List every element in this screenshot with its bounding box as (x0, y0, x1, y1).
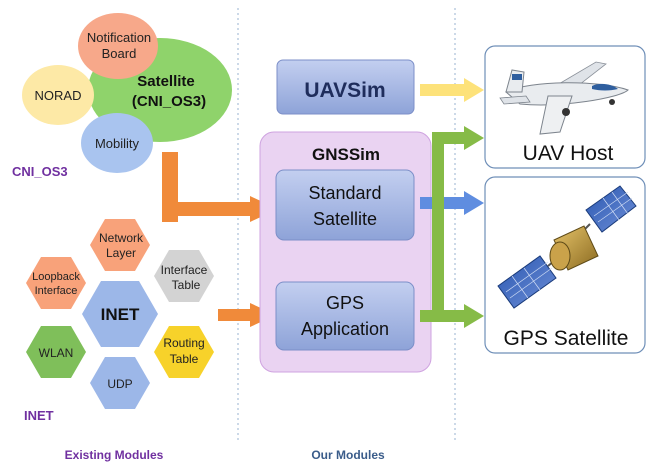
gnssim-label: GNSSim (312, 145, 380, 164)
inet-group-label: INET (24, 408, 54, 423)
inet-center-hex (82, 281, 158, 347)
loopback-label-1: Loopback (32, 271, 80, 283)
notification-label-2: Board (102, 46, 137, 61)
green-fork-arrow (420, 126, 484, 328)
norad-label: NORAD (35, 88, 82, 103)
our-modules-label: Our Modules (311, 448, 385, 462)
mobility-ellipse (81, 113, 153, 173)
gps-application-module (275, 281, 415, 351)
wlan-hex (26, 326, 86, 378)
routing-label-1: Routing (163, 336, 204, 350)
uavsim-module (276, 59, 415, 115)
orange-t-arrow (162, 152, 278, 222)
interface-label-1: Interface (161, 263, 208, 277)
inet-center-label: INET (101, 305, 140, 324)
interface-table-hex (154, 250, 214, 302)
uavsim-label: UAVSim (304, 79, 385, 102)
standard-label-2: Satellite (313, 209, 377, 229)
norad-ellipse (22, 65, 94, 125)
yellow-arrow (420, 78, 484, 102)
satellite-icon (497, 185, 637, 309)
satellite-sublabel: (CNI_OS3) (132, 93, 206, 110)
network-layer-hex (90, 219, 150, 271)
cni-os3-cluster: Satellite (CNI_OS3) Notification Board N… (12, 13, 232, 179)
network-label-2: Layer (106, 246, 136, 260)
routing-table-hex (154, 326, 214, 378)
aircraft-icon (499, 61, 629, 135)
mobility-label: Mobility (95, 136, 140, 151)
udp-hex (90, 357, 150, 409)
routing-label-2: Table (170, 352, 199, 366)
existing-modules-label: Existing Modules (65, 448, 164, 462)
gps-label-1: GPS (326, 293, 364, 313)
wlan-label: WLAN (39, 346, 74, 360)
gps-label-2: Application (301, 319, 389, 339)
udp-label: UDP (107, 377, 132, 391)
satellite-label: Satellite (137, 73, 195, 90)
notification-label-1: Notification (87, 30, 151, 45)
standard-label-1: Standard (308, 183, 381, 203)
interface-label-2: Table (172, 278, 201, 292)
loopback-label-2: Interface (35, 285, 78, 297)
inet-cluster: INET Network Layer Interface Table Routi… (24, 219, 214, 423)
standard-satellite-module (275, 169, 415, 241)
loopback-interface-hex (26, 257, 86, 309)
notification-board-ellipse (78, 13, 158, 79)
gps-satellite-label: GPS Satellite (504, 327, 629, 350)
cni-os3-group-label: CNI_OS3 (12, 164, 68, 179)
uav-host-label: UAV Host (523, 142, 614, 165)
network-label-1: Network (99, 231, 144, 245)
